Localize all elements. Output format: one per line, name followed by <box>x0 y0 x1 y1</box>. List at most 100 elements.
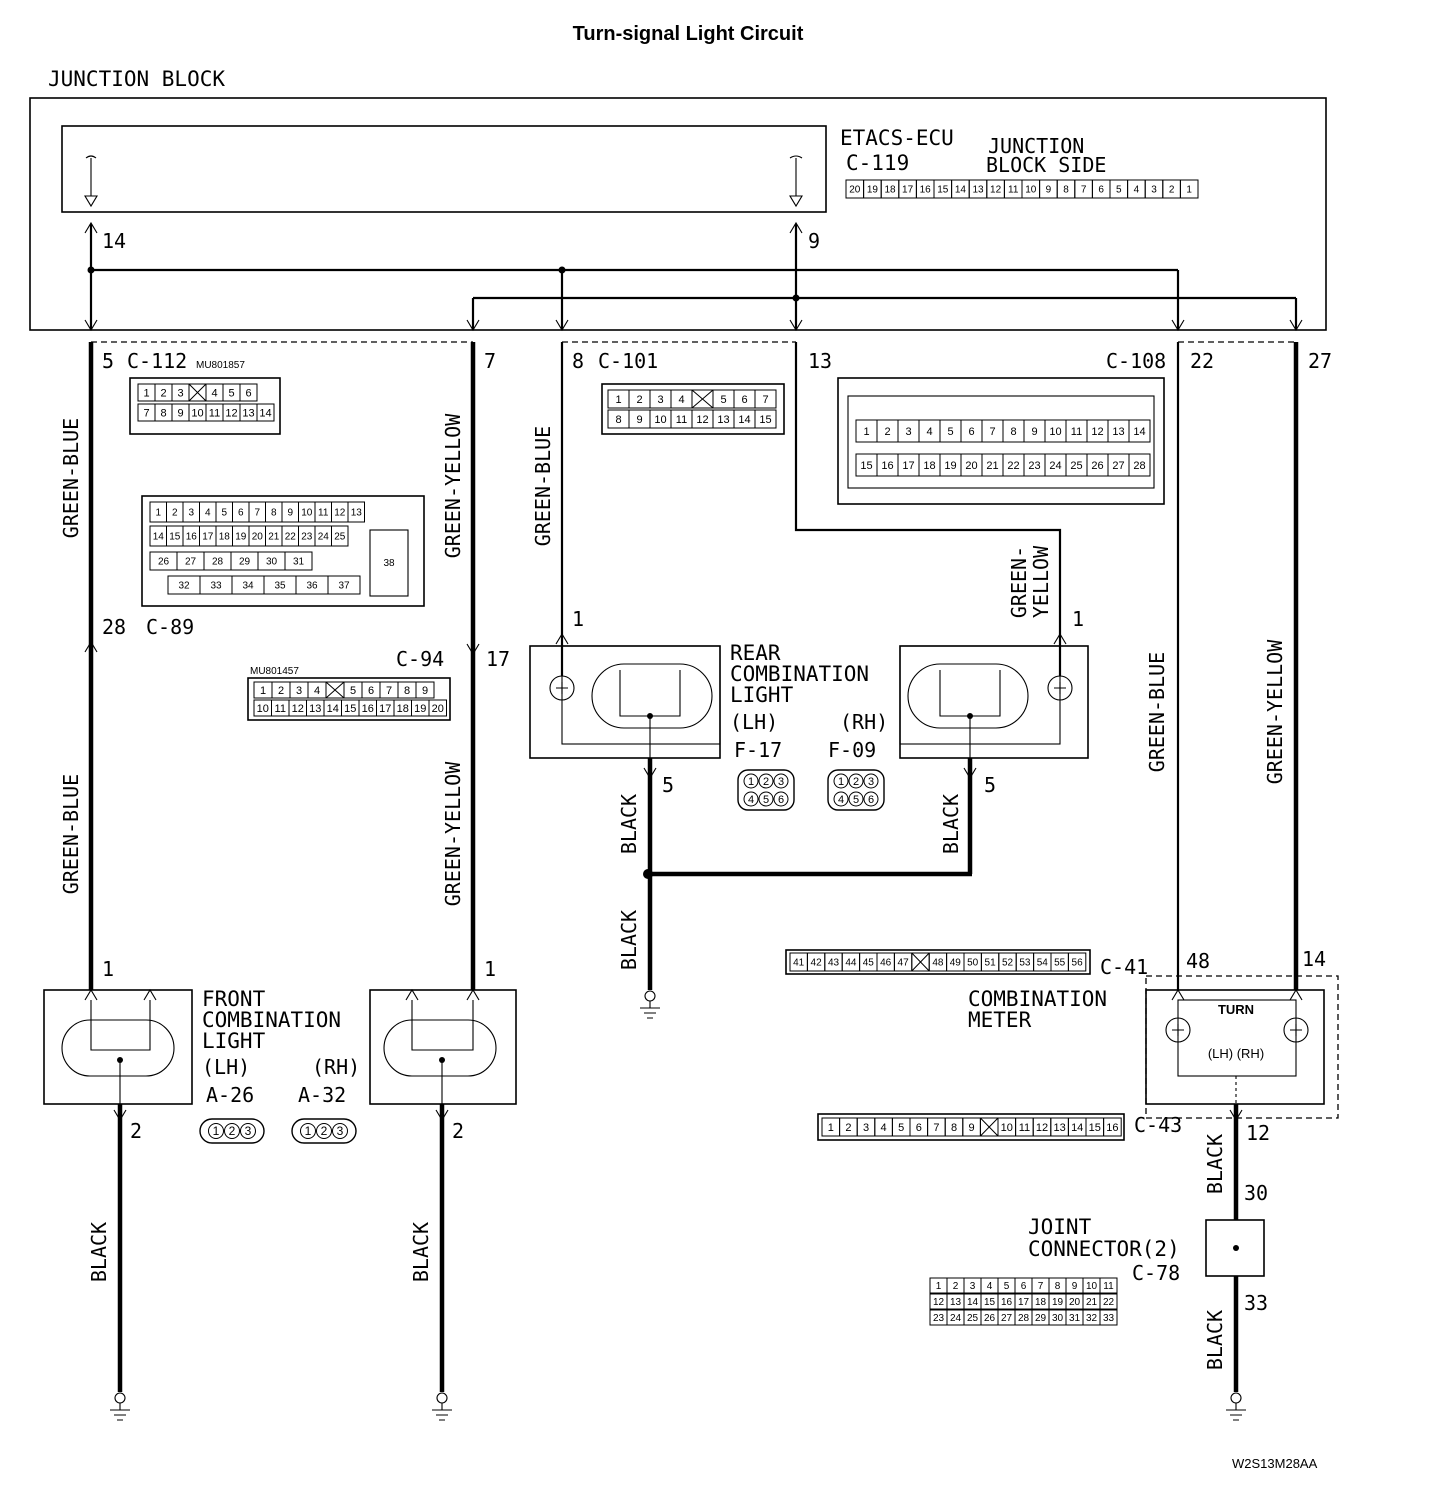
front-lh-pin-in: 1 <box>102 957 114 981</box>
c94-pin: 17 <box>486 647 510 671</box>
ecu-pin-9: 9 <box>808 229 820 253</box>
plug-pin: 1 <box>748 776 754 788</box>
c112-pin: 1 <box>143 387 149 399</box>
c101-pin: 10 <box>654 414 666 426</box>
label-green-blue-1: GREEN-BLUE <box>59 418 83 538</box>
c89-pin: 28 <box>102 615 126 639</box>
c78-pin: 12 <box>933 1297 945 1308</box>
c101-pin: 2 <box>636 394 642 406</box>
c43-pin: 4 <box>881 1122 887 1134</box>
c43-pin: 14 <box>1071 1122 1083 1134</box>
plug-pin: 2 <box>229 1124 236 1138</box>
c43-label: C-43 <box>1134 1113 1182 1137</box>
c108-pin: 1 <box>863 426 869 438</box>
c119-pin: 2 <box>1169 185 1175 196</box>
c78-pin: 20 <box>1069 1297 1081 1308</box>
c78-pin: 10 <box>1086 1281 1098 1292</box>
c41-pin: 45 <box>863 958 875 969</box>
c78-pin: 15 <box>984 1297 996 1308</box>
c89-pin: 20 <box>252 532 264 543</box>
c108-pin: 6 <box>968 426 974 438</box>
combination-meter <box>1145 975 1339 1119</box>
c119-pin: 13 <box>972 185 984 196</box>
etacs-ecu-box <box>61 125 827 213</box>
label-black-rear-3: BLACK <box>617 910 641 970</box>
joint-line2: CONNECTOR(2) <box>1028 1237 1180 1261</box>
c112-pin: 14 <box>259 407 271 419</box>
c89-pin: 36 <box>306 581 318 592</box>
c112-pin: 2 <box>160 387 166 399</box>
c94-pin: 16 <box>362 703 374 715</box>
c43-pin: 16 <box>1106 1122 1118 1134</box>
label-green-blue-2: GREEN-BLUE <box>59 774 83 894</box>
c78-pin: 25 <box>967 1313 979 1324</box>
c43-pin: 11 <box>1019 1122 1030 1134</box>
c108-pin: 28 <box>1133 460 1145 472</box>
plug-pin: 6 <box>778 794 784 806</box>
c41-pin: 52 <box>1002 958 1014 969</box>
plug-pin: 2 <box>763 776 769 788</box>
c101-pin: 1 <box>615 394 621 406</box>
c89-pin: 30 <box>266 557 278 568</box>
meter-pin-48: 48 <box>1186 949 1210 973</box>
c78-pin: 14 <box>967 1297 979 1308</box>
c78-pin: 21 <box>1086 1297 1098 1308</box>
c108-pin: 13 <box>1112 426 1124 438</box>
c112-pin: 4 <box>211 387 217 399</box>
c89-pin: 31 <box>293 557 305 568</box>
label-green-yellow-3: GREEN-YELLOW <box>1263 639 1287 784</box>
c119-pin: 16 <box>920 185 932 196</box>
c89-pin: 21 <box>268 532 280 543</box>
c41-pin: 43 <box>828 958 840 969</box>
c108-pin: 16 <box>881 460 893 472</box>
c94-pin: 13 <box>309 703 321 715</box>
c89-pin: 32 <box>178 581 190 592</box>
rear-conn-lh: F-17 <box>734 738 782 762</box>
c78-pin: 16 <box>1001 1297 1013 1308</box>
plug-pin: 1 <box>838 776 844 788</box>
rear-light-rh: (RH) <box>840 710 888 734</box>
c78-pin: 29 <box>1035 1313 1047 1324</box>
c78-pin: 18 <box>1035 1297 1047 1308</box>
meter-pin-12: 12 <box>1246 1121 1270 1145</box>
plug-pin: 5 <box>763 794 769 806</box>
c94-pin: 11 <box>275 703 286 715</box>
c119-pin: 3 <box>1151 185 1157 196</box>
c43-pin: 6 <box>916 1122 922 1134</box>
c101-pin: 6 <box>741 394 747 406</box>
c78-pin: 33 <box>1103 1313 1115 1324</box>
c78-pin: 22 <box>1103 1297 1115 1308</box>
c41-label: C-41 <box>1100 955 1148 979</box>
c119-pin: 11 <box>1008 185 1019 196</box>
exit-pin-7: 7 <box>484 349 496 373</box>
c78-pin: 4 <box>987 1281 993 1292</box>
rear-light-line1: REAR <box>730 641 781 665</box>
c119-pin: 5 <box>1116 185 1122 196</box>
c119-pin: 14 <box>955 185 967 196</box>
c108-pin: 5 <box>947 426 953 438</box>
c119-pin: 17 <box>902 185 914 196</box>
c41-pin: 51 <box>985 958 997 969</box>
plug-pin: 1 <box>305 1124 312 1138</box>
c119-pin: 1 <box>1186 185 1192 196</box>
c112-label: C-112 <box>127 349 187 373</box>
c41-pin: 44 <box>845 958 857 969</box>
front-light-line2: COMBINATION <box>202 1008 341 1032</box>
jb-side-label-2: BLOCK SIDE <box>986 153 1106 177</box>
c89-pin: 27 <box>185 557 197 568</box>
c119-pin: 7 <box>1081 185 1087 196</box>
c43-pin: 5 <box>898 1122 904 1134</box>
c41-pin: 47 <box>898 958 910 969</box>
c89-pin: 3 <box>188 508 194 519</box>
c108-pin: 18 <box>923 460 935 472</box>
c94-pin: 14 <box>327 703 339 715</box>
joint-pin-30: 30 <box>1244 1181 1268 1205</box>
c119-pin: 4 <box>1134 185 1140 196</box>
c78-pin: 9 <box>1072 1281 1078 1292</box>
plug-pin: 6 <box>868 794 874 806</box>
c89-pin: 29 <box>239 557 251 568</box>
plug-pin: 4 <box>838 794 844 806</box>
